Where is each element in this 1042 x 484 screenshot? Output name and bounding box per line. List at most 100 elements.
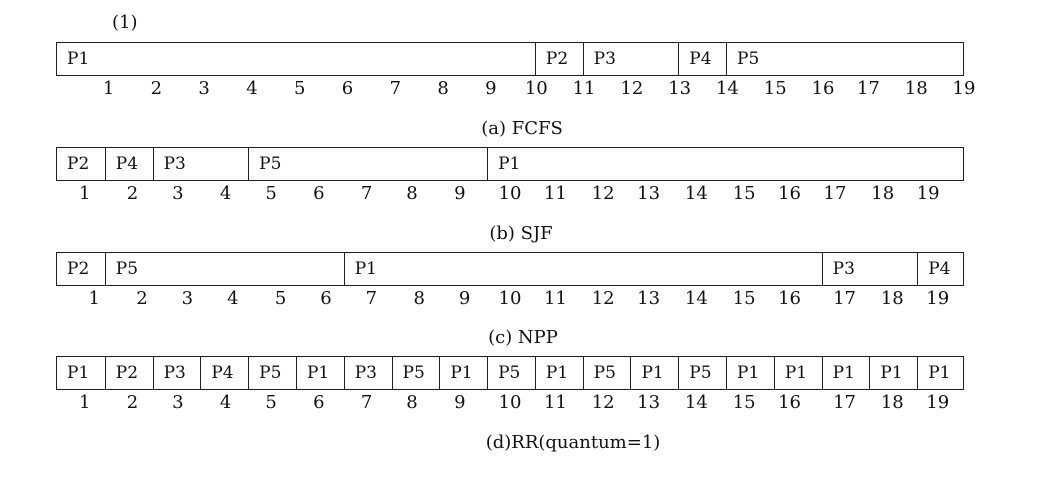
segment-p5: P5 bbox=[104, 253, 344, 285]
time-tick: 2 bbox=[126, 183, 139, 204]
time-tick: 4 bbox=[219, 392, 232, 413]
segment-p2: P2 bbox=[67, 154, 90, 174]
time-tick: 5 bbox=[293, 78, 306, 99]
time-tick: 17 bbox=[856, 78, 880, 99]
time-tick: 15 bbox=[732, 392, 756, 413]
time-tick: 8 bbox=[413, 288, 425, 309]
time-tick: 10 bbox=[498, 183, 522, 204]
time-tick: 9 bbox=[454, 183, 466, 204]
time-tick: 13 bbox=[637, 288, 661, 309]
time-tick: 7 bbox=[389, 78, 402, 99]
time-tick: 16 bbox=[778, 392, 802, 413]
time-tick: 7 bbox=[360, 183, 373, 204]
time-tick: 12 bbox=[591, 392, 615, 413]
time-tick: 11 bbox=[543, 392, 567, 413]
segment-p5: P5 bbox=[726, 43, 965, 75]
time-tick: 14 bbox=[684, 183, 708, 204]
time-tick: 2 bbox=[150, 78, 163, 99]
time-tick: 4 bbox=[246, 78, 258, 99]
segment-p3: P3 bbox=[152, 357, 201, 389]
time-tick: 10 bbox=[524, 78, 548, 99]
time-tick: 16 bbox=[778, 288, 802, 309]
time-tick: 17 bbox=[833, 288, 856, 309]
segment-p2: P2 bbox=[104, 357, 153, 389]
segment-p4: P4 bbox=[678, 43, 726, 75]
time-tick: 1 bbox=[78, 392, 91, 413]
segment-p1: P1 bbox=[726, 357, 774, 389]
segment-p1: P1 bbox=[67, 49, 90, 69]
chart-caption: (b) SJF bbox=[489, 223, 553, 244]
time-tick: 8 bbox=[406, 392, 418, 413]
time-tick: 15 bbox=[732, 288, 756, 309]
time-tick: 3 bbox=[172, 183, 184, 204]
time-tick: 15 bbox=[732, 183, 756, 204]
time-tick: 13 bbox=[637, 392, 661, 413]
segment-p4: P4 bbox=[917, 253, 965, 285]
segment-p5: P5 bbox=[248, 148, 487, 180]
time-tick: 5 bbox=[265, 392, 277, 413]
time-tick: 17 bbox=[823, 183, 847, 204]
time-tick: 13 bbox=[668, 78, 692, 99]
time-tick: 10 bbox=[498, 288, 522, 309]
time-tick: 8 bbox=[406, 183, 418, 204]
time-tick: 13 bbox=[637, 183, 661, 204]
time-tick: 3 bbox=[181, 288, 194, 309]
time-tick: 19 bbox=[926, 288, 950, 309]
segment-p2: P2 bbox=[67, 259, 90, 279]
segment-p1: P1 bbox=[439, 357, 487, 389]
time-tick: 17 bbox=[833, 392, 856, 413]
chart-caption: (c) NPP bbox=[488, 327, 558, 348]
segment-p5: P5 bbox=[391, 357, 440, 389]
time-tick: 12 bbox=[620, 78, 644, 99]
segment-p5: P5 bbox=[678, 357, 726, 389]
segment-p3: P3 bbox=[582, 43, 679, 75]
time-tick: 18 bbox=[871, 183, 895, 204]
time-tick: 11 bbox=[572, 78, 596, 99]
time-tick: 16 bbox=[778, 183, 802, 204]
segment-p4: P4 bbox=[200, 357, 248, 389]
time-tick: 1 bbox=[88, 288, 100, 309]
time-tick: 4 bbox=[227, 288, 239, 309]
segment-p1: P1 bbox=[821, 357, 870, 389]
time-tick: 18 bbox=[880, 392, 904, 413]
time-tick: 5 bbox=[274, 288, 287, 309]
time-tick: 12 bbox=[591, 288, 615, 309]
time-tick: 6 bbox=[313, 183, 325, 204]
time-tick: 12 bbox=[591, 183, 615, 204]
time-tick: 2 bbox=[136, 288, 148, 309]
time-tick: 11 bbox=[543, 183, 567, 204]
time-tick: 15 bbox=[763, 78, 787, 99]
figure-heading: (1) bbox=[112, 12, 138, 33]
time-tick: 14 bbox=[715, 78, 739, 99]
time-tick: 9 bbox=[485, 78, 497, 99]
segment-p2: P2 bbox=[534, 43, 583, 75]
time-tick: 2 bbox=[126, 392, 139, 413]
time-tick: 1 bbox=[78, 183, 91, 204]
time-tick: 14 bbox=[684, 288, 708, 309]
time-tick: 9 bbox=[458, 288, 471, 309]
segment-p5: P5 bbox=[487, 357, 535, 389]
segment-p1: P1 bbox=[773, 357, 822, 389]
time-tick: 14 bbox=[684, 392, 708, 413]
segment-p1: P1 bbox=[630, 357, 678, 389]
time-tick: 7 bbox=[365, 288, 378, 309]
time-tick: 5 bbox=[265, 183, 277, 204]
segment-p1: P1 bbox=[67, 363, 90, 383]
segment-p1: P1 bbox=[343, 253, 822, 285]
time-tick: 6 bbox=[313, 392, 325, 413]
segment-p1: P1 bbox=[487, 148, 965, 180]
time-tick: 6 bbox=[320, 288, 332, 309]
segment-p3: P3 bbox=[821, 253, 918, 285]
time-tick: 19 bbox=[926, 392, 950, 413]
time-tick: 9 bbox=[454, 392, 466, 413]
segment-p1: P1 bbox=[869, 357, 917, 389]
